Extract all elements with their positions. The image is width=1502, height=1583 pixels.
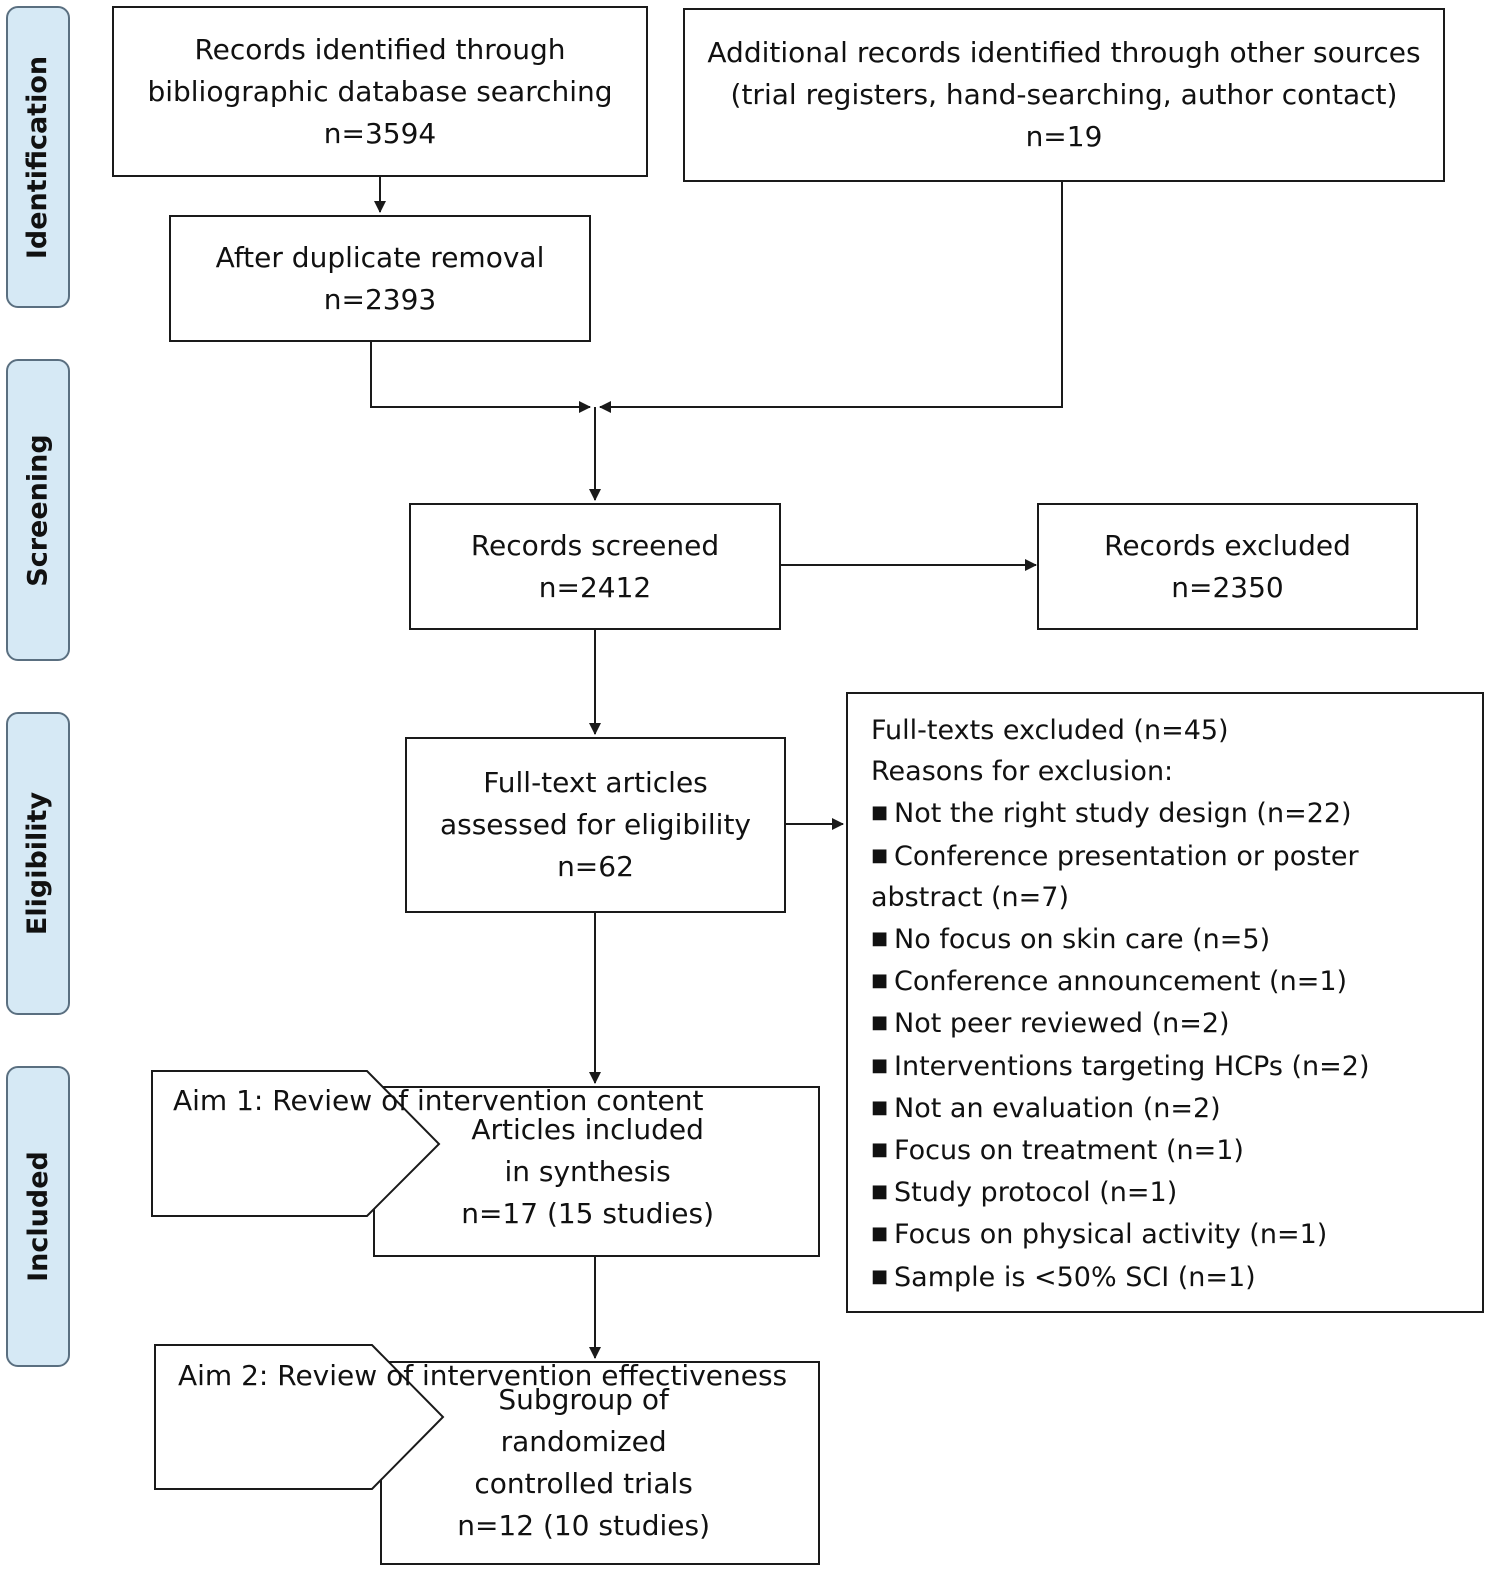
bullet-icon: ■ (871, 1012, 889, 1034)
exclusion-reason: ■Study protocol (n=1) (871, 1171, 1462, 1213)
bullet-icon: ■ (871, 1096, 889, 1118)
exclusion-reason-text: Focus on physical activity (n=1) (894, 1219, 1328, 1251)
phase-eligibility: Eligibility (6, 712, 70, 1015)
box-duplicate-removal: After duplicate removal n=2393 (169, 215, 591, 342)
exclusion-reason-text: abstract (n=7) (871, 881, 1069, 913)
phase-included: Included (6, 1066, 70, 1367)
exclusion-reason-text: Conference presentation or poster (894, 840, 1359, 872)
exclusion-reason-text: Interventions targeting HCPs (n=2) (894, 1050, 1370, 1082)
exclusion-reason-text: Not an evaluation (n=2) (894, 1092, 1221, 1124)
exclusion-reason: ■Conference announcement (n=1) (871, 960, 1462, 1002)
phase-screening: Screening (6, 359, 70, 661)
box-database-search: Records identified through bibliographic… (112, 6, 648, 177)
exclusion-reason: ■Conference presentation or poster abstra… (871, 835, 1462, 918)
exclusion-reason: ■Not peer reviewed (n=2) (871, 1002, 1462, 1044)
aim1-label: Aim 1: Review of intervention content (173, 1084, 704, 1117)
aim2-arrow-shape (154, 1344, 445, 1490)
connector-other-to-merge (599, 181, 1063, 413)
excluded-subheading: Reasons for exclusion: (871, 756, 1174, 788)
box-fulltext-assessed: Full-text articles assessed for eligibil… (405, 737, 786, 913)
exclusion-reason: ■Interventions targeting HCPs (n=2) (871, 1045, 1462, 1087)
phase-identification: Identification (6, 6, 70, 308)
connector-dedup-to-merge (370, 342, 591, 413)
box-rct-subgroup: Subgroup of randomized controlled trials… (380, 1361, 820, 1565)
bullet-icon: ■ (871, 928, 889, 950)
box-records-screened: Records screened n=2412 (409, 503, 781, 630)
bullet-icon: ■ (871, 1265, 889, 1287)
exclusion-reason-text: No focus on skin care (n=5) (894, 924, 1271, 956)
box-other-sources: Additional records identified through ot… (683, 8, 1445, 182)
bullet-icon: ■ (871, 1139, 889, 1161)
exclusion-reason-text: Not the right study design (n=22) (894, 798, 1352, 830)
box-records-excluded: Records excluded n=2350 (1037, 503, 1418, 630)
bullet-icon: ■ (871, 970, 889, 992)
box-fulltexts-excluded: Full-texts excluded (n=45) Reasons for e… (846, 692, 1484, 1313)
exclusion-reason-text: Study protocol (n=1) (894, 1177, 1178, 1209)
exclusion-reason-text: Focus on treatment (n=1) (894, 1135, 1244, 1167)
aim1-arrow-shape (151, 1070, 441, 1217)
bullet-icon: ■ (871, 844, 889, 866)
exclusion-reason: ■Sample is <50% SCI (n=1) (871, 1256, 1462, 1298)
exclusion-reason-text: Conference announcement (n=1) (894, 966, 1348, 998)
bullet-icon: ■ (871, 1223, 889, 1245)
bullet-icon: ■ (871, 1054, 889, 1076)
exclusion-reason: ■Not an evaluation (n=2) (871, 1087, 1462, 1129)
aim2-label: Aim 2: Review of intervention effectiven… (178, 1359, 788, 1392)
exclusion-reason: ■Focus on physical activity (n=1) (871, 1213, 1462, 1255)
exclusion-reason: ■Focus on treatment (n=1) (871, 1129, 1462, 1171)
bullet-icon: ■ (871, 1181, 889, 1203)
exclusion-reason-text: Not peer reviewed (n=2) (894, 1008, 1230, 1040)
box-articles-included: Articles included in synthesis n=17 (15 … (373, 1086, 820, 1257)
bullet-icon: ■ (871, 802, 889, 824)
exclusion-reason: ■Not the right study design (n=22) (871, 792, 1462, 834)
exclusion-reason: ■No focus on skin care (n=5) (871, 918, 1462, 960)
excluded-heading: Full-texts excluded (n=45) (871, 715, 1229, 746)
exclusion-reasons-list: ■Not the right study design (n=22)■Confe… (871, 792, 1462, 1297)
exclusion-reason-text: Sample is <50% SCI (n=1) (894, 1261, 1256, 1293)
